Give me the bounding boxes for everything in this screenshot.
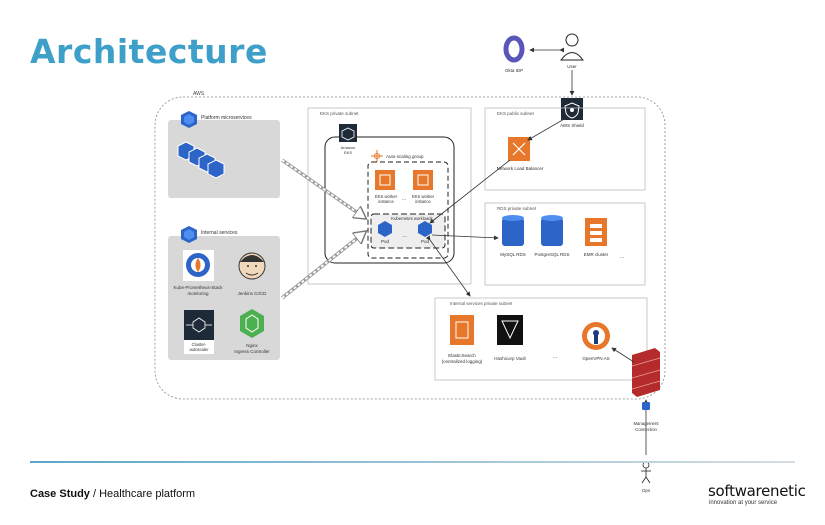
prometheus-label-1: Kube-Prometheus-Stack <box>173 285 223 290</box>
user-label: User <box>567 64 577 69</box>
autoscaling-icon <box>371 150 383 162</box>
management-label-2: Connection <box>635 427 657 432</box>
platform-cube-icon <box>181 111 197 128</box>
rds-ellipsis: ... <box>620 254 624 260</box>
vault-label: Hashicorp Vault <box>494 356 526 361</box>
autoscaler-label-1: Cluster- <box>192 342 207 347</box>
eks-label-1: Amazon <box>341 145 356 150</box>
ops-label: Ops <box>642 488 651 493</box>
asg-label: Auto-scaling group <box>386 154 424 159</box>
user-icon <box>560 33 584 61</box>
jenkins-label: Jenkins CI/CD <box>238 291 268 296</box>
k8s-label: Kubernetes workloads <box>391 216 432 221</box>
aws-shield-icon <box>561 98 583 120</box>
page-title: Architecture <box>30 32 268 71</box>
nginx-label-2: Ingress Controller <box>234 349 270 354</box>
autoscaler-caption-bg <box>184 340 214 354</box>
aws-shield-label: AWS Shield <box>560 123 584 128</box>
eks-label-2: EKS <box>344 150 352 155</box>
firewall-icon <box>631 348 661 397</box>
pod-icon-1 <box>378 221 392 237</box>
pod-internal-link <box>425 235 471 297</box>
amazon-eks-icon <box>339 124 357 142</box>
rds-private-label: RDS private subnet <box>497 206 537 211</box>
eks-private-label: EKS private subnet <box>320 111 359 116</box>
nlb-label: Network Load Balancer <box>497 166 544 171</box>
postgres-label: PostgreSQL RDS <box>534 252 569 257</box>
jenkins-icon <box>238 252 266 280</box>
internal-private-subnet <box>434 297 648 381</box>
pod-ellipsis: ... <box>403 233 407 239</box>
management-connection-icon <box>642 402 650 410</box>
eks-cluster-box <box>324 136 455 264</box>
postgres-rds-icon <box>541 215 563 246</box>
pod-icon-2 <box>418 221 432 237</box>
eks-public-label: EKS public subnet <box>497 111 535 116</box>
openvpn-label: OpenVPN AS <box>582 356 609 361</box>
case-study-bold: Case Study <box>30 488 90 500</box>
okta-idp-icon <box>503 35 525 63</box>
worker-1-label-1: EKS worker <box>375 194 398 199</box>
worker-2-label-2: instance <box>415 199 431 204</box>
firewall-openvpn-link <box>611 347 635 363</box>
worker-2-label-1: EKS worker <box>412 194 435 199</box>
emr-label: EMR cluster <box>584 252 609 257</box>
internal-private-label: Internal services private subnet <box>450 301 513 306</box>
worker-ellipsis: ... <box>402 196 406 202</box>
case-study-caption: Case Study / Healthcare platform <box>30 488 195 500</box>
mysql-label: MySQL RDS <box>500 252 526 257</box>
internal-ellipsis: ... <box>553 354 557 360</box>
prometheus-label-2: monitoring <box>187 291 209 296</box>
internal-label: Internal services <box>201 230 238 236</box>
aws-boundary <box>154 96 666 400</box>
prometheus-icon <box>183 250 214 281</box>
brand-tagline: innovation at your service <box>709 500 778 506</box>
nginx-label-1: Nginx <box>246 343 258 348</box>
autoscaler-icon <box>184 310 214 340</box>
pod-1-label: Pod <box>381 239 390 244</box>
worker-1-label-2: instance <box>378 199 394 204</box>
footer-divider <box>30 461 795 463</box>
microservices-icon <box>177 141 225 179</box>
case-study-rest: / Healthcare platform <box>89 488 196 500</box>
nlb-pod-link <box>429 159 511 224</box>
elastic-label-2: (centralized logging) <box>442 359 483 364</box>
platform-pod-link <box>280 158 365 218</box>
internal-cube-icon <box>181 226 197 243</box>
vault-icon <box>497 315 523 345</box>
asg-box <box>367 161 449 259</box>
eks-private-subnet <box>307 107 472 285</box>
platform-label: Platform microservices <box>201 115 252 121</box>
emr-icon <box>585 218 607 246</box>
ops-icon <box>641 461 651 484</box>
elasticsearch-icon <box>450 315 474 345</box>
brand-logo: softwarenetic <box>708 482 806 500</box>
okta-label: Okta IDP <box>505 68 523 73</box>
pod-2-label: Pod <box>421 239 430 244</box>
eks-worker-icon-1 <box>375 170 395 190</box>
shield-nlb-link <box>527 117 567 141</box>
eks-public-subnet <box>484 107 646 191</box>
autoscaler-label-2: autoscaler <box>189 347 209 352</box>
aws-label: AWS <box>193 91 205 97</box>
mysql-rds-icon <box>502 215 524 246</box>
nlb-icon <box>508 137 530 161</box>
rds-private-subnet <box>484 202 646 286</box>
openvpn-icon <box>582 322 610 350</box>
elastic-label-1: ElasticSearch <box>448 353 476 358</box>
eks-worker-icon-2 <box>413 170 433 190</box>
nginx-icon <box>240 309 264 338</box>
internal-pod-link <box>280 232 365 300</box>
management-label-1: Management <box>633 421 659 426</box>
platform-panel <box>168 120 280 198</box>
